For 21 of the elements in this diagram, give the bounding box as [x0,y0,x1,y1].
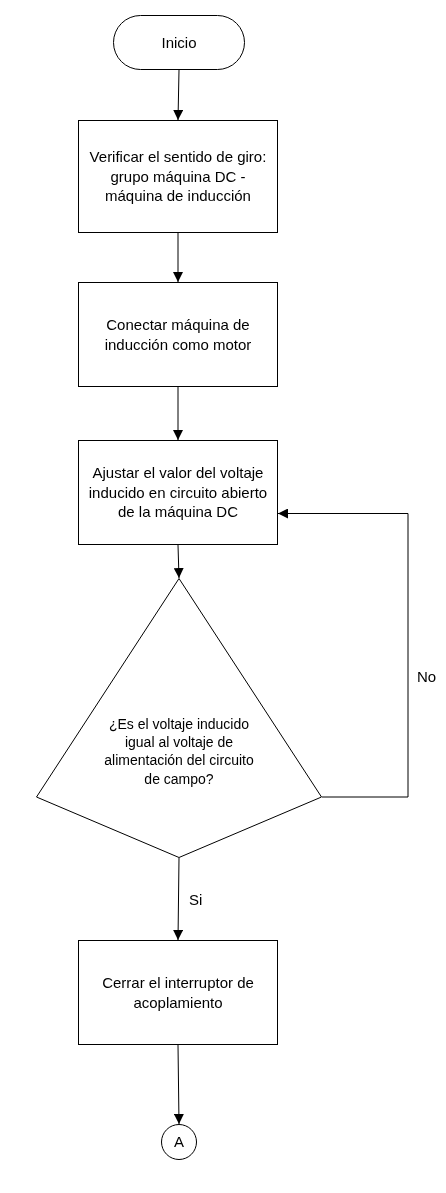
node-text: Verificar el sentido de giro: grupo máquina DC - máquina de inducción [88,147,268,206]
arrow [173,1044,184,1125]
process-box [78,940,278,1045]
node-text: A [174,1132,184,1152]
decision-diamond [36,578,322,858]
process-box [78,282,278,387]
process-box [78,120,278,233]
edge-label: Si [187,891,205,908]
node-text: ¿Es el voltaje inducido igual al voltaje de alimentación del circuito de campo? [103,715,255,788]
arrow [173,544,184,579]
node-text: Ajustar el valor del voltaje inducido en circuito abierto de la máquina DC [87,463,269,522]
process-box [78,440,278,545]
arrow [277,508,409,798]
arrow [173,857,184,941]
node-text: Cerrar el interruptor de acoplamiento [101,973,255,1012]
arrow [173,386,183,441]
arrow [173,232,183,283]
connector-circle [161,1124,197,1160]
node-text: Conectar máquina de inducción como motor [103,315,253,354]
arrow [173,69,184,121]
node-text: Inicio [161,32,197,53]
